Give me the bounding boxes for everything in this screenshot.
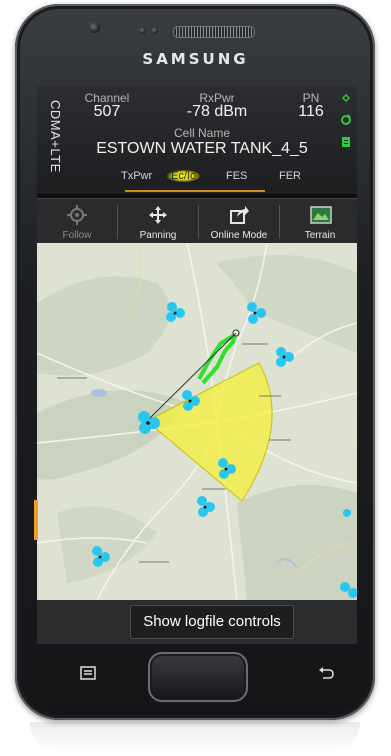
panning-label: Panning: [139, 230, 177, 241]
crosshair-icon: [67, 205, 87, 225]
menu-key-icon[interactable]: [80, 666, 96, 680]
terrain-button[interactable]: Terrain: [280, 199, 357, 243]
front-camera: [89, 22, 100, 33]
cell-name-value: ESTOWN WATER TANK_4_5: [96, 140, 308, 157]
earpiece-speaker: [173, 26, 255, 38]
satellite-icon[interactable]: [340, 92, 352, 104]
toolbar-divider: [117, 205, 118, 239]
cell-name-label: Cell Name: [173, 126, 230, 140]
share-arrow-icon: [230, 206, 249, 224]
map-canvas: [37, 243, 357, 600]
move-arrows-icon: [149, 206, 167, 224]
proximity-sensor-left: [139, 27, 146, 34]
proximity-sensor-right: [151, 27, 158, 34]
online-mode-button[interactable]: Online Mode: [199, 199, 279, 243]
tab-fer[interactable]: FER: [279, 170, 301, 182]
phone-reflection: [30, 722, 360, 752]
follow-label: Follow: [62, 230, 92, 241]
network-mode-label: CDMA+LTE: [48, 100, 63, 173]
tab-fes[interactable]: FES: [226, 170, 248, 182]
app-screen: CDMA+LTE Channel 507 RxPwr -78 dBm PN 11…: [37, 86, 357, 644]
toolbar-divider: [198, 205, 199, 239]
pn-label: PN: [302, 91, 320, 105]
tab-txpwr[interactable]: TxPwr: [121, 170, 153, 182]
panning-button[interactable]: Panning: [118, 199, 198, 243]
online-mode-label: Online Mode: [210, 230, 268, 241]
measurement-header: CDMA+LTE Channel 507 RxPwr -78 dBm PN 11…: [37, 86, 357, 194]
brand-logo: SAMSUNG: [142, 50, 249, 68]
show-logfile-controls-button[interactable]: Show logfile controls: [130, 605, 294, 639]
back-key-icon[interactable]: [318, 666, 334, 680]
coverage-map[interactable]: [37, 243, 357, 600]
rxpwr-label: RxPwr: [199, 91, 235, 105]
tab-underline: [125, 190, 265, 192]
toolbar-divider: [279, 205, 280, 239]
document-icon[interactable]: [340, 136, 352, 148]
scroll-indicator: [34, 500, 38, 540]
terrain-label: Terrain: [304, 230, 336, 241]
terrain-map-icon: [310, 206, 332, 224]
channel-label: Channel: [84, 91, 130, 105]
map-toolbar: Follow Panning Online Mode Terrain: [37, 198, 357, 244]
refresh-icon[interactable]: [340, 114, 352, 126]
logfile-bar: Show logfile controls: [37, 600, 357, 644]
rxpwr-value: -78 dBm: [186, 103, 248, 120]
channel-value: 507: [93, 103, 121, 120]
pn-value: 116: [298, 103, 324, 120]
metric-tabs: TxPwr Ec/Io FES FER: [115, 170, 335, 188]
follow-button[interactable]: Follow: [37, 199, 117, 243]
tab-ecio[interactable]: Ec/Io: [167, 170, 201, 182]
home-button[interactable]: [148, 652, 248, 702]
